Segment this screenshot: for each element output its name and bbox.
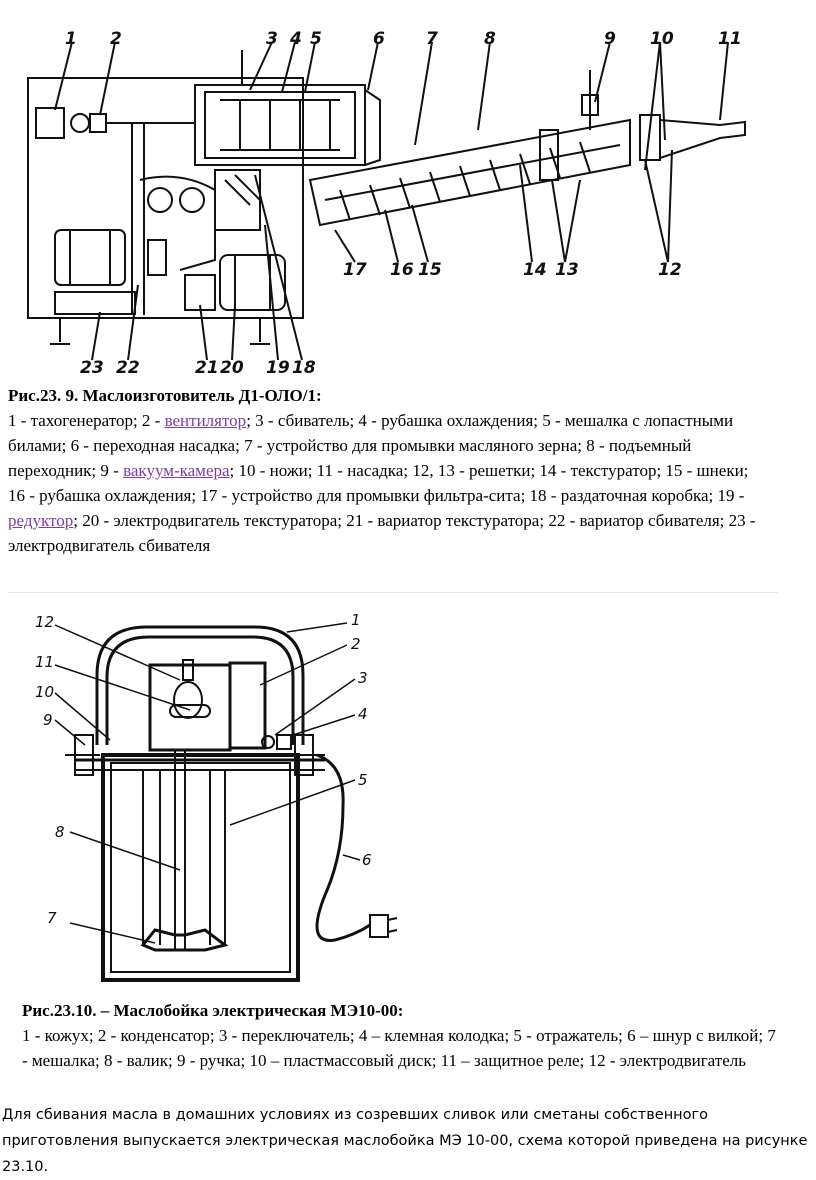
fig1-label: 12 <box>658 260 682 280</box>
fig2-label: 7 <box>47 909 57 927</box>
figure-butter-maker-diagram: 1 2 3 4 5 6 7 8 9 10 11 17 16 15 14 13 1… <box>20 30 780 375</box>
figure2-caption-text: 1 - кожух; 2 - конденсатор; 3 - переключ… <box>22 1026 776 1070</box>
fig2-label: 10 <box>35 683 54 701</box>
separator <box>8 592 778 593</box>
caption-segment: 1 - тахогенератор; 2 - <box>8 411 165 430</box>
fig1-label: 14 <box>523 260 547 280</box>
figure-electric-churn-diagram: 12 11 10 9 1 2 3 4 5 6 7 8 <box>25 605 405 990</box>
figure1-caption: Рис.23. 9. Маслоизготовитель Д1-ОЛО/1: 1… <box>8 383 768 558</box>
fig1-label: 19 <box>266 358 290 375</box>
fig1-label: 1 <box>65 30 77 49</box>
fig2-label: 9 <box>43 711 53 729</box>
fig1-label: 13 <box>555 260 579 280</box>
fig1-label: 18 <box>292 358 316 375</box>
fig1-label: 16 <box>390 260 414 280</box>
fig2-label: 8 <box>55 823 65 841</box>
fig2-label: 1 <box>351 611 361 629</box>
fig1-label: 20 <box>220 358 244 375</box>
figure1-caption-title: Рис.23. 9. Маслоизготовитель Д1-ОЛО/1: <box>8 386 322 405</box>
fig2-label: 6 <box>362 851 372 869</box>
fig2-label: 11 <box>35 653 54 671</box>
fig2-label: 3 <box>358 669 368 687</box>
fig1-label: 4 <box>289 30 302 49</box>
fig2-label: 12 <box>35 613 54 631</box>
fig1-label: 15 <box>418 260 442 280</box>
fig1-label: 21 <box>195 358 219 375</box>
fig1-label: 17 <box>343 260 367 280</box>
fig2-label: 2 <box>351 635 361 653</box>
fig1-label: 3 <box>266 30 278 49</box>
fig1-label: 23 <box>80 358 104 375</box>
caption-segment: ; 3 - сбиватель; 4 - рубашка охлаждения;… <box>8 411 734 480</box>
fig1-label: 5 <box>310 30 322 49</box>
caption-segment: ; 10 - ножи; 11 - насадка; 12, 13 - реше… <box>8 461 749 505</box>
fig1-label: 9 <box>604 30 616 49</box>
fig1-label: 2 <box>110 30 122 49</box>
figure2-caption-title: Рис.23.10. – Маслобойка электрическая МЭ… <box>22 1001 404 1020</box>
fig1-label: 6 <box>373 30 385 49</box>
link-vacuum-chamber[interactable]: вакуум-камера <box>123 461 230 480</box>
fig1-label: 11 <box>718 30 742 49</box>
fig1-label: 10 <box>650 30 674 49</box>
link-ventilator[interactable]: вентилятор <box>164 411 247 430</box>
fig2-label: 5 <box>358 771 368 789</box>
figure1-caption-text: 1 - тахогенератор; 2 - вентилятор; 3 - с… <box>8 408 768 558</box>
link-reductor[interactable]: редуктор <box>8 511 74 530</box>
body-paragraph: Для сбивания масла в домашних условиях и… <box>2 1107 808 1175</box>
caption-segment: ; 20 - электродвигатель текстуратора; 21… <box>8 511 756 555</box>
fig1-label: 22 <box>116 358 140 375</box>
figure2-caption: Рис.23.10. – Маслобойка электрическая МЭ… <box>22 998 782 1073</box>
fig1-label: 7 <box>426 30 438 49</box>
fig1-label: 8 <box>484 30 496 49</box>
fig2-label: 4 <box>358 705 368 723</box>
